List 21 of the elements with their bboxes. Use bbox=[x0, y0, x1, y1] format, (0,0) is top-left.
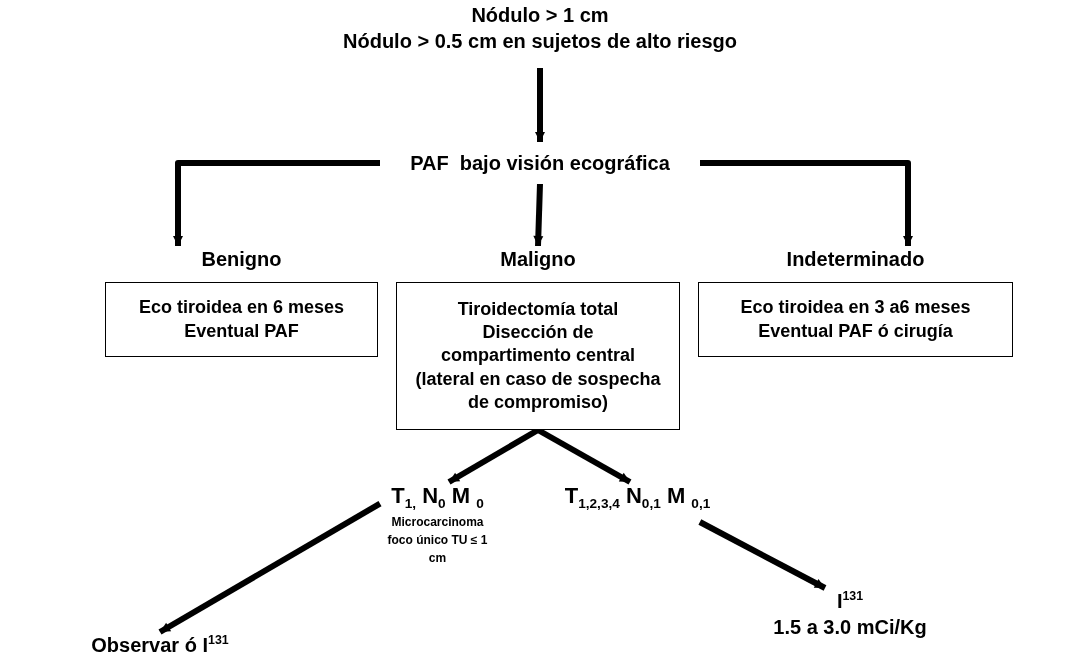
treatment-text: I$^{131}$ bbox=[836, 588, 864, 614]
arrow bbox=[700, 160, 913, 246]
treatment-text: Observar ó I$^{131}$ bbox=[91, 632, 229, 658]
treatment-text: 1.5 a 3.0 mCi/Kg bbox=[773, 615, 927, 640]
box-text: Eco tiroidea en 3 a6 meses Eventual PAF ó cirugía bbox=[739, 296, 972, 343]
arrow bbox=[158, 501, 382, 635]
category-heading: Maligno bbox=[500, 247, 576, 272]
stage-text: T$_{1,2,3,4}$ N$_{0,1}$ M $_{0,1}$ bbox=[564, 482, 711, 514]
note-text: Microcarcinoma foco único TU ≤ 1 cm bbox=[386, 514, 489, 568]
arrow bbox=[535, 68, 545, 142]
condition-text: Nódulo > 0.5 cm en sujetos de alto riesgo bbox=[343, 29, 737, 54]
category-heading: Benigno bbox=[201, 247, 282, 272]
condition-text: Nódulo > 1 cm bbox=[471, 3, 609, 28]
arrow bbox=[173, 160, 380, 246]
procedure-text: PAF bajo visión ecográfica bbox=[410, 151, 670, 176]
box-text: Eco tiroidea en 6 meses Eventual PAF bbox=[137, 296, 346, 343]
arrow bbox=[698, 519, 827, 591]
box-text: Tiroidectomía total Disección de compartimento central (lateral en caso de sospecha de compromiso) bbox=[415, 297, 661, 415]
category-heading: Indeterminado bbox=[786, 247, 925, 272]
arrow bbox=[533, 183, 544, 247]
stage-text: T$_{1,}$ N$_{0}$ M $_{0}$ bbox=[391, 482, 484, 514]
